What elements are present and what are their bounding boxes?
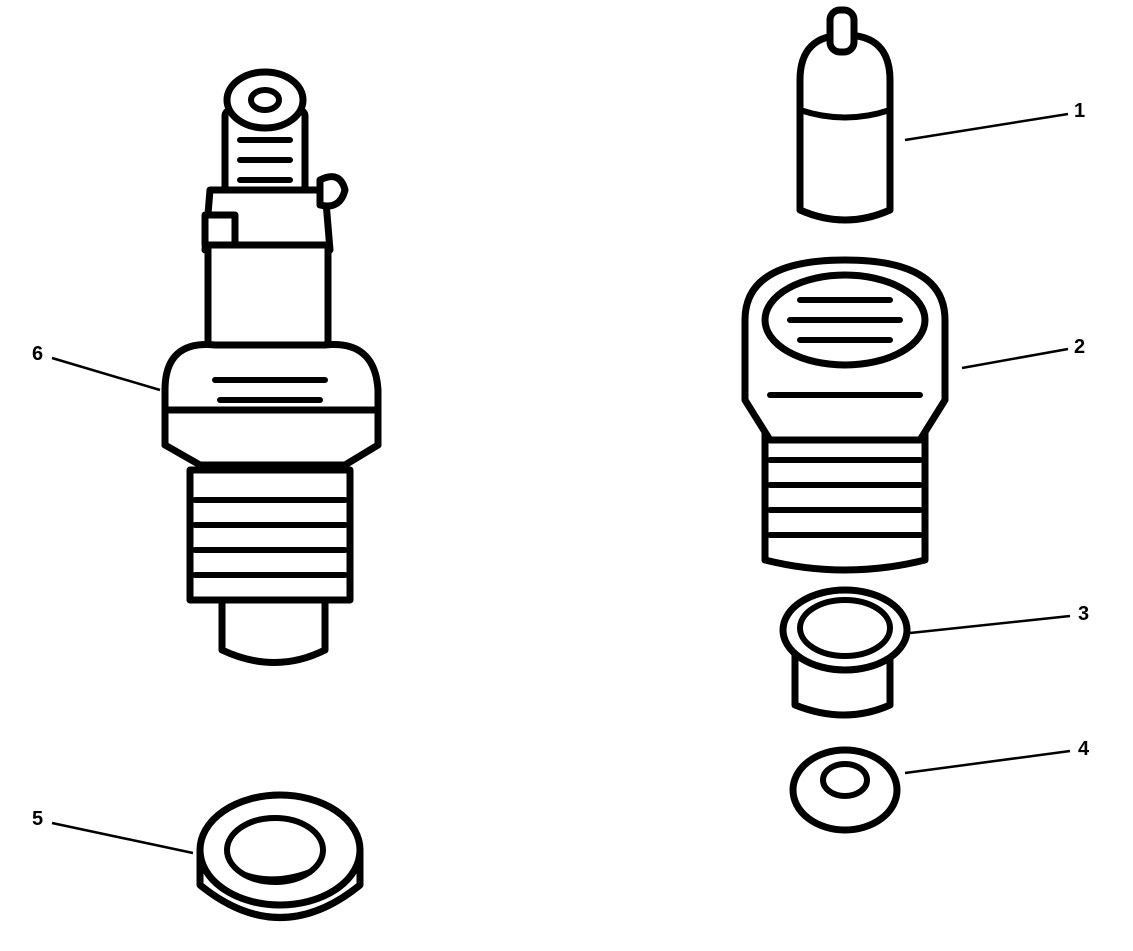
leader-line-5 <box>51 821 194 855</box>
leader-line-6 <box>51 356 161 392</box>
leader-line-2 <box>961 347 1069 370</box>
part-5-seal-ring <box>196 791 364 921</box>
part-6-injector-body <box>161 68 382 666</box>
callout-label-1: 1 <box>1074 100 1086 122</box>
part-2-nut <box>741 256 949 574</box>
callout-label-3: 3 <box>1078 603 1090 625</box>
callout-label-5: 5 <box>32 808 44 830</box>
part-1-nozzle <box>796 6 894 224</box>
leader-line-4 <box>904 749 1071 775</box>
leader-line-3 <box>909 614 1071 635</box>
part-4-washer <box>789 746 901 834</box>
callout-label-2: 2 <box>1074 336 1086 358</box>
callout-label-6: 6 <box>32 343 44 365</box>
leader-line-1 <box>904 112 1069 142</box>
callout-label-4: 4 <box>1078 738 1090 760</box>
part-3-sleeve <box>779 586 911 719</box>
